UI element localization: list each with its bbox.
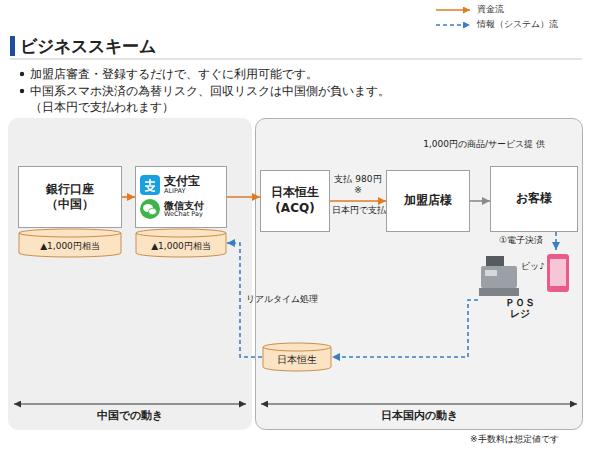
cylinder-body [136,229,226,257]
node-text: 日本恒生 [277,353,317,367]
process-box: 日本恒生 (ACQ) [260,170,330,232]
logo-mark [145,179,155,191]
process-box: 加盟店様 [386,170,470,232]
edge-label: リアルタイム処理 [246,294,326,305]
flow-note: 日本円で支払 [332,205,388,216]
cylinder-body [19,229,121,257]
node-text: 加盟店様 [404,193,452,209]
register-keys [485,270,497,276]
node-text: 日本国内の動き [255,409,583,423]
region-panel: 銀行口座 （中国）▲1,000円相当支付宝ALIPAY微信支付WeChat Pa… [8,118,252,430]
smartphone-illustration [547,254,569,292]
phone-body [547,254,569,292]
node-text: 中国での動き [8,409,252,423]
node-text: ＰＯＳ レジ [498,298,542,320]
register-screen [486,256,504,266]
title-bar [10,36,15,56]
box-outline: お客様 [490,166,578,232]
node-text: 微信支付 [164,200,204,211]
legend-money-line [436,9,470,11]
pos-register-illustration [479,256,519,296]
pos-terminal: ビッ♪ ＰＯＳ レジ [478,250,578,324]
china-panel-ground [8,118,252,430]
cylinder-rim [263,347,331,351]
box-outline: 日本恒生 (ACQ) [260,170,330,232]
money-flow-arrow [330,200,386,202]
page-title: ビジネススキーム [20,35,156,58]
process-box: 支付宝ALIPAY 微信支付WeChat Pay ▲1,000円相当 [135,166,227,258]
box-outline: 加盟店様 [386,170,470,232]
info-flow-arrow [332,300,478,357]
node-text: 日本恒生 (ACQ) [265,185,325,216]
money-flow-arrow [227,196,260,198]
phone-screen [550,259,566,286]
money-flow-arrow [470,200,490,202]
node-text: 銀行口座 （中国） [37,182,103,212]
register-drawer [479,288,519,296]
footnote: ※手数料は想定値です [470,433,585,445]
range-bracket [261,404,577,405]
cylinder-rim [136,233,226,237]
node-text: ▲1,000円相当 [151,240,211,253]
japan-panel-ground [256,119,583,430]
legend-info-line [436,24,470,26]
node-text: ビッ♪ [518,262,548,272]
process-box: 銀行口座 （中国） ▲1,000円相当 [18,166,122,258]
node-text: ▲1,000円相当 [40,240,100,253]
box-outline: 銀行口座 （中国） [18,166,122,228]
logo-mark [149,208,157,214]
edge-label: ①電子決済 [499,235,551,246]
box-outline: 支付宝ALIPAY 微信支付WeChat Pay [135,166,227,228]
cylinder-rim [19,233,121,237]
cylinder-body [263,343,331,371]
bullet-text: 中国系スマホ決済の為替リスク、回収リスクは中国側が負います。 （日本円で支払われ… [30,83,480,115]
edge-label: 1,000円の商品/サービス提 供 [418,139,550,150]
money-flow-arrow [122,196,135,198]
bullet-dot [20,89,24,93]
bullet-text: 加盟店審査・登録するだけで、すぐに利用可能です。 [30,66,575,82]
legend-text: 情報（システム）流 [477,18,558,31]
info-flow-arrow [555,232,557,250]
wechat-logo [140,199,160,219]
node-text: お客様 [516,191,552,207]
region-panel: 日本恒生 (ACQ) 加盟店様 お客様日本恒生 ビッ♪ ＰＯＳ レジ日本国内の動き [255,118,583,430]
title-rule [10,59,582,60]
process-box: お客様 [490,166,578,232]
logo-ground [140,199,160,219]
bullet-dot [20,72,24,76]
node-text: WeChat Pay [164,211,203,218]
range-bracket [14,404,246,405]
alipay-logo [140,175,160,195]
register-body [481,266,517,288]
node-text: ALIPAY [164,188,185,195]
database-cylinder: 日本恒生 [262,342,332,372]
logo-ground [140,175,160,195]
legend-text: 資金流 [477,3,504,16]
edge-label: 支払 980円※ [332,174,384,197]
node-text: 支付宝 [164,175,200,188]
